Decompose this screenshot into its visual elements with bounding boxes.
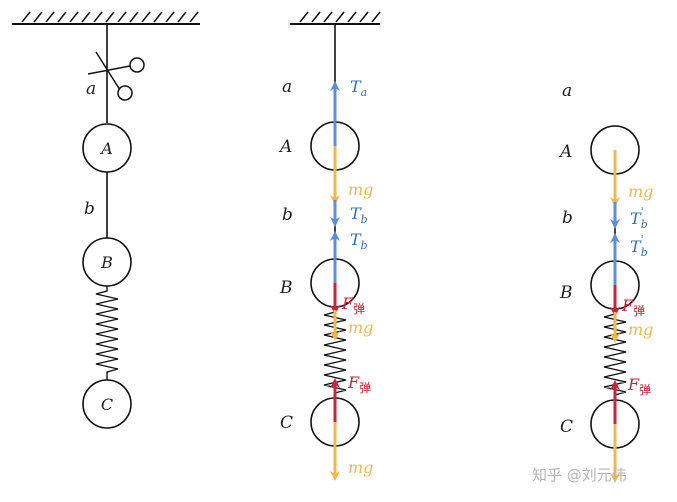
ball-B-1: B [82,237,132,287]
label-C-2: C [280,413,293,433]
force-label-mg-A: mg [348,180,373,199]
force-label-T-b-down: Tb [350,204,368,226]
label-C-3: C [560,417,573,437]
ball-B-label: B [100,253,113,272]
force-label-T-b-prime-down: T'b [630,205,648,231]
ball-A-label: A [99,139,113,158]
label-B-2: B [279,278,293,298]
ball-C-1: C [82,379,132,429]
spring-2 [323,307,347,398]
watermark: 知乎 @刘元伟 [532,466,627,484]
panel-2-forces-before: a A b B C Ta mg Tb Tb F弹 mg F弹 mg [278,11,381,481]
force-label-F-spring-bottom-3: F弹 [627,375,651,397]
label-A-2: A [278,137,292,157]
scissors-icon [87,51,145,101]
label-A-3: A [558,142,572,162]
label-a-3: a [562,81,572,101]
panel-1-setup: a A b B C [12,11,200,429]
spring-3 [603,309,627,400]
force-label-F-spring-top: F弹 [341,294,365,316]
force-label-F-spring-top-3: F弹 [621,296,645,318]
spring-1 [95,286,119,381]
ceiling-2 [290,11,381,25]
force-label-T-b-up: Tb [350,230,368,252]
force-label-mg-B-3: mg [628,320,653,339]
label-a-1: a [86,79,96,99]
ball-A-1: A [82,123,132,173]
label-a-2: a [282,77,292,97]
label-b-1: b [84,199,95,219]
label-b-2: b [282,205,293,225]
force-label-mg-A-3: mg [628,182,653,201]
ceiling-1 [12,11,200,25]
ball-C-label: C [101,395,113,414]
force-label-T-b-prime-up: T'b [630,233,648,259]
force-label-mg-C: mg [348,458,373,477]
label-b-3: b [562,208,573,228]
label-B-3: B [559,283,573,303]
force-label-T-a: Ta [350,77,367,99]
panel-3-forces-after-cut: a A b B C mg T'b T'b F弹 mg F弹 [558,81,653,483]
force-label-F-spring-bottom: F弹 [347,373,371,395]
force-label-mg-B: mg [348,318,373,337]
